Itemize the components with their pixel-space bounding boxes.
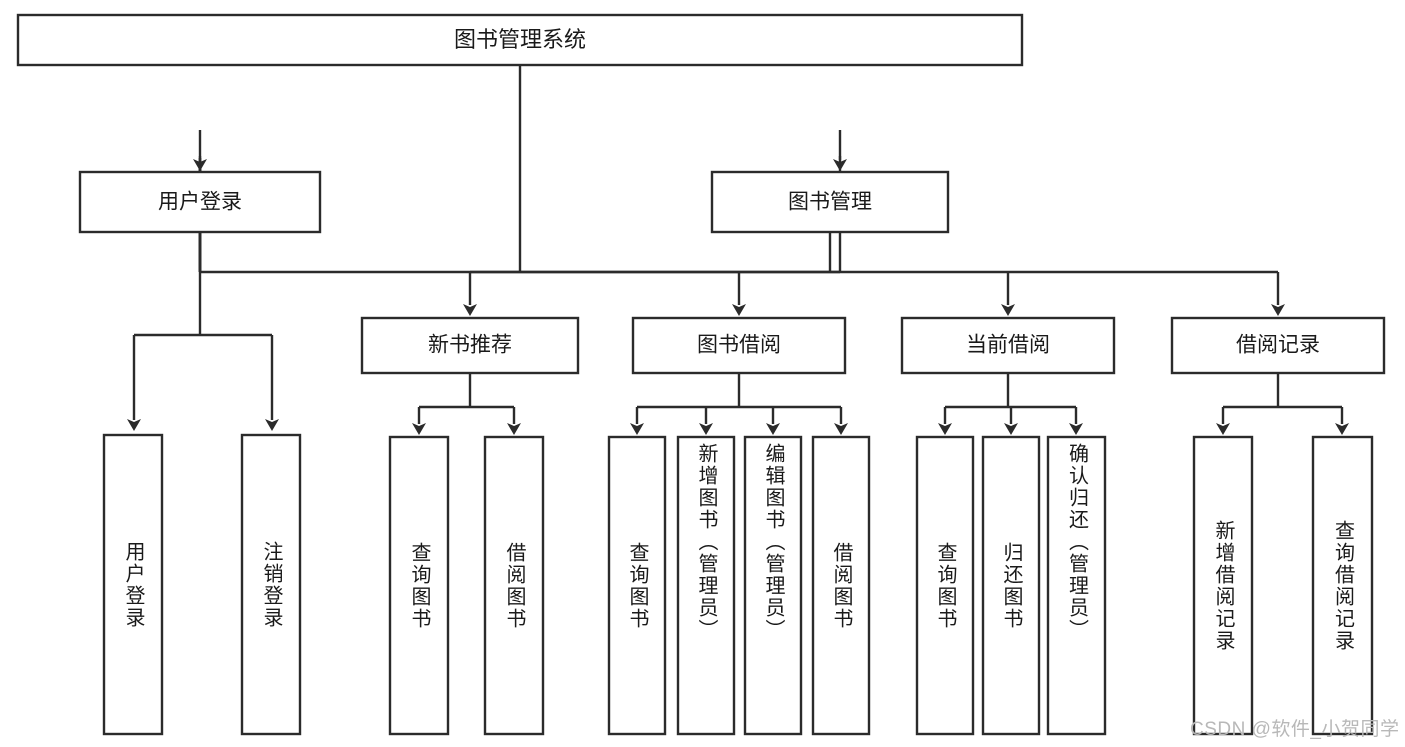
node-user-login-label: 用户登录 [158, 191, 242, 214]
leaf-box[interactable] [388, 435, 450, 736]
connector-bookmgmt-bus [463, 232, 1285, 316]
connector-newbook-group [412, 373, 521, 435]
node-borrow-record[interactable]: 借阅记录 [1170, 316, 1386, 375]
leaf-box[interactable] [676, 435, 736, 736]
leaf-box[interactable] [607, 435, 667, 736]
node-user-login[interactable]: 用户登录 [78, 170, 322, 234]
node-current-borrow-label: 当前借阅 [966, 334, 1050, 357]
node-current-borrow[interactable]: 当前借阅 [900, 316, 1116, 375]
node-root-label: 图书管理系统 [454, 27, 586, 52]
connector-borrow-group [630, 373, 848, 435]
watermark: CSDN @软件_小贺同学 [1190, 719, 1400, 740]
node-root[interactable]: 图书管理系统 [16, 13, 1024, 67]
node-book-borrow[interactable]: 图书借阅 [631, 316, 847, 375]
leaf-box[interactable] [811, 435, 871, 736]
leaf-box[interactable] [240, 433, 302, 736]
leaf-box[interactable] [1046, 435, 1107, 736]
leaf-box[interactable] [743, 435, 803, 736]
node-new-book-recommend-label: 新书推荐 [428, 334, 512, 357]
connector-current-group [938, 373, 1083, 435]
node-book-management[interactable]: 图书管理 [710, 170, 950, 234]
node-book-borrow-label: 图书借阅 [697, 334, 781, 357]
leaf-box[interactable] [981, 435, 1041, 736]
connector-record-group [1216, 373, 1349, 435]
connector-arrows-level2 [193, 130, 847, 171]
leaf-box[interactable] [483, 435, 545, 736]
node-book-management-label: 图书管理 [788, 191, 872, 214]
leaf-box-group [102, 433, 1374, 736]
node-new-book-recommend[interactable]: 新书推荐 [360, 316, 580, 375]
leaf-box[interactable] [1192, 435, 1254, 736]
leaf-box[interactable] [1311, 435, 1374, 736]
connector-root-to-level2 [198, 65, 842, 274]
leaf-box[interactable] [915, 435, 975, 736]
node-borrow-record-label: 借阅记录 [1236, 334, 1320, 357]
connector-userlogin-group [127, 232, 279, 431]
leaf-box[interactable] [102, 433, 164, 736]
